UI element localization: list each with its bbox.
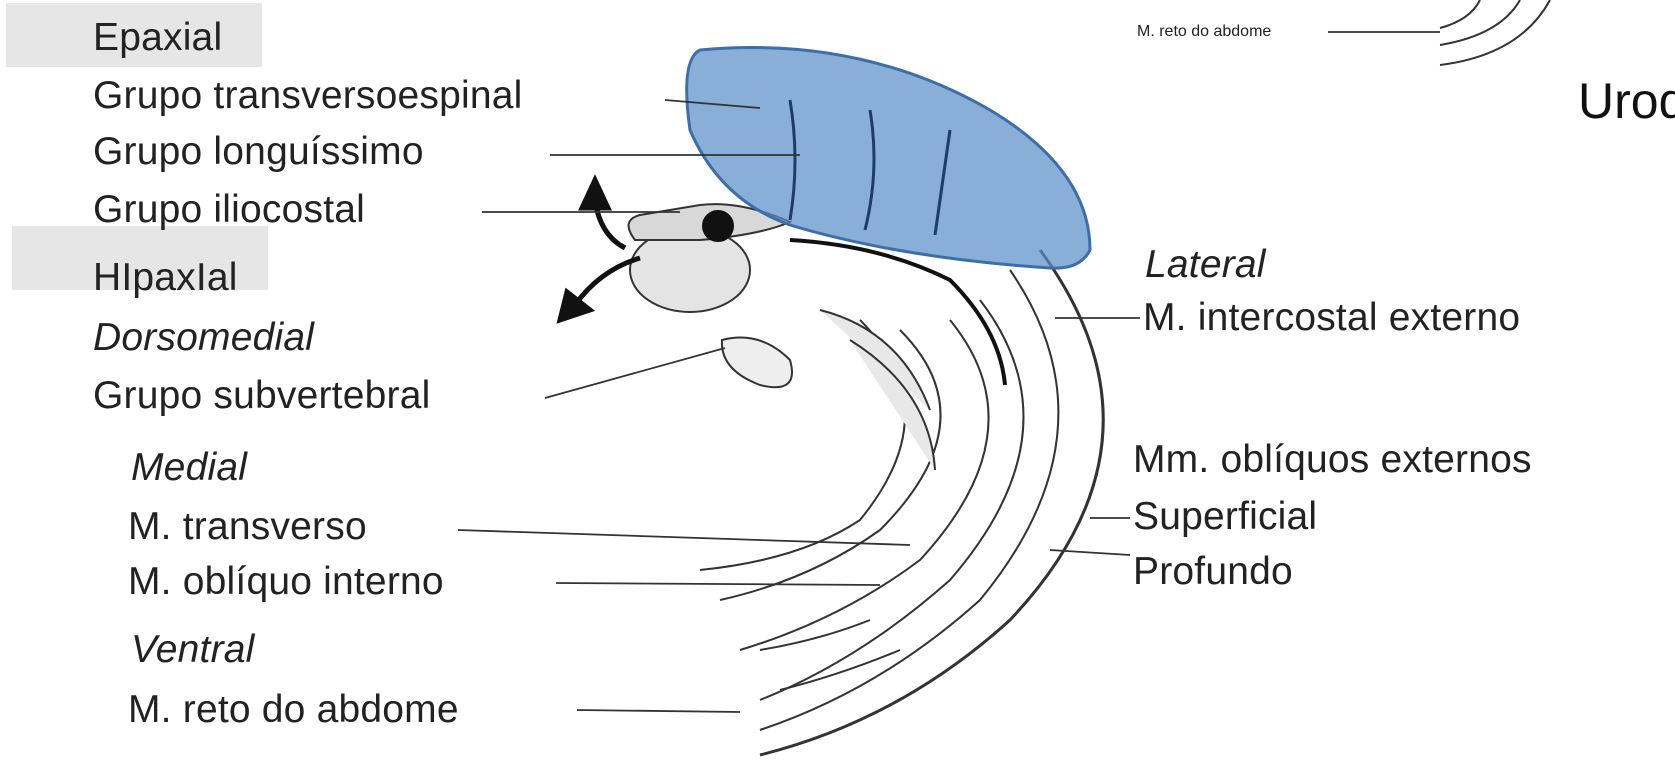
epaxial-region-highlight (687, 48, 1090, 269)
label-iliocostal: Grupo iliocostal (93, 190, 365, 229)
inset-title-fragment: Urod (1578, 72, 1675, 130)
inset-muscle-1 (1440, 0, 1480, 28)
ventral-layer-1 (760, 620, 870, 650)
label-longuissimo: Grupo longuíssimo (93, 132, 424, 171)
label-transversoespinal: Grupo transversoespinal (93, 76, 523, 115)
leader-obliquo-interno (556, 583, 880, 585)
ventral-arrowhead (560, 292, 590, 320)
label-profundo: Profundo (1133, 552, 1293, 591)
label-obliquos-externos: Mm. oblíquos externos (1133, 440, 1532, 479)
label-obliquo-interno: M. oblíquo interno (128, 562, 444, 601)
label-subvertebral: Grupo subvertebral (93, 376, 430, 415)
leader-subvertebral (545, 348, 725, 398)
label-dorsomedial: Dorsomedial (93, 318, 314, 357)
dorsal-arrowhead (582, 180, 608, 208)
label-medial: Medial (131, 448, 247, 487)
subvertebral-muscle (722, 338, 792, 388)
label-lateral: Lateral (1145, 245, 1266, 284)
spinal-cord (703, 211, 733, 241)
label-ventral: Ventral (131, 630, 255, 669)
inset-label-reto-abdome: M. reto do abdome (1137, 23, 1271, 41)
label-epaxial: Epaxial (93, 18, 222, 57)
leader-reto (577, 710, 740, 712)
label-hipaxial: HIpaxIal (93, 258, 238, 297)
label-reto-abdome: M. reto do abdome (128, 690, 459, 729)
label-superficial: Superficial (1133, 497, 1317, 536)
inset-muscle-2 (1440, 0, 1520, 45)
inset-muscle-3 (1440, 0, 1550, 65)
label-intercostal-externo: M. intercostal externo (1143, 298, 1520, 337)
leader-transverso (458, 530, 910, 545)
outer-body-wall (760, 250, 1103, 755)
label-transverso: M. transverso (128, 507, 367, 546)
